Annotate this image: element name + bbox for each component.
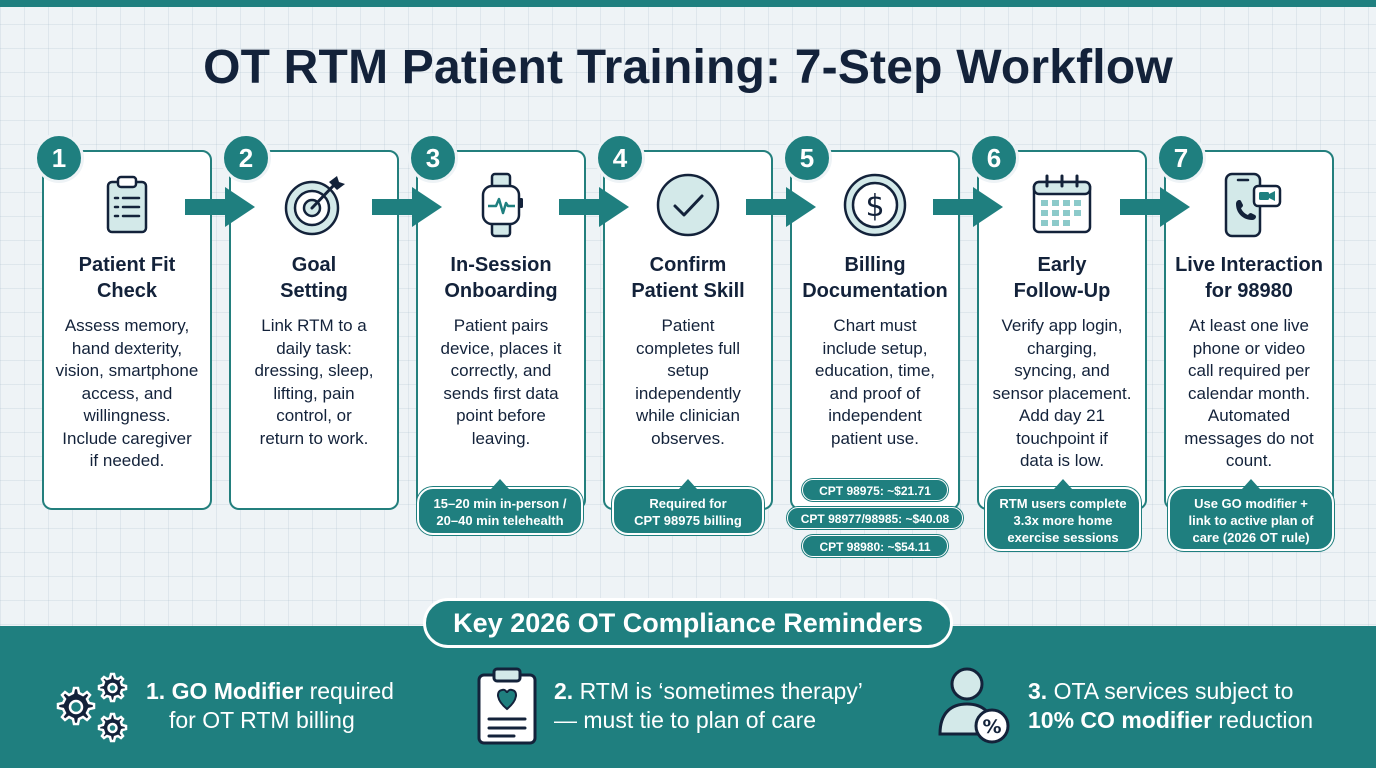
reminder-2-bold: 2. (554, 678, 574, 704)
reminder-2-text: RTM is ‘sometimes therapy’ (573, 678, 863, 704)
step-card-5: $ Billing Documentation Chart must inclu… (790, 150, 960, 510)
step-number-badge: 5 (782, 133, 832, 183)
step-card-6: Early Follow-Up Verify app login, chargi… (977, 150, 1147, 510)
step-number-badge: 3 (408, 133, 458, 183)
step-number-badge: 7 (1156, 133, 1206, 183)
step-title: In-Session Onboarding (444, 254, 558, 302)
cpt-rate-pill: CPT 98977/98985: ~$40.08 (787, 507, 963, 529)
step3-time-callout: 15–20 min in-person / 20–40 min teleheal… (417, 479, 583, 535)
cpt-rate-pill: CPT 98975: ~$21.71 (802, 479, 948, 501)
reminder-2-line2: — must tie to plan of care (554, 707, 817, 733)
step-description: At least one live phone or video call re… (1184, 316, 1314, 470)
step-number-badge: 4 (595, 133, 645, 183)
step-card-3: In-Session Onboarding Patient pairs devi… (416, 150, 586, 510)
dollar-coin-icon: $ (840, 170, 910, 240)
phone-video-call-icon (1214, 170, 1284, 240)
step-description: Link RTM to a daily task: dressing, slee… (254, 316, 374, 448)
step-card-2: Goal Setting Link RTM to a daily task: d… (229, 150, 399, 510)
step-number-badge: 2 (221, 133, 271, 183)
step4-billing-callout: Required for CPT 98975 billing (612, 479, 764, 535)
step-card-7: Live Interaction for 98980 At least one … (1164, 150, 1334, 510)
clipboard-checklist-icon (92, 170, 162, 240)
step-description: Assess memory, hand dexterity, vision, s… (55, 316, 199, 470)
flow-arrow-icon (1120, 187, 1190, 227)
reminder-1-text: required (303, 678, 394, 704)
top-accent-bar (0, 0, 1376, 7)
clipboard-heart-icon (477, 667, 537, 745)
reminder-1-bold: 1. GO Modifier (146, 678, 304, 704)
flow-arrow-icon (746, 187, 816, 227)
step-card-1: Patient Fit Check Assess memory, hand de… (42, 150, 212, 510)
reminder-1-line2: for OT RTM billing (169, 707, 355, 733)
step-description: Verify app login, charging, syncing, and… (992, 316, 1132, 470)
flow-arrow-icon (933, 187, 1003, 227)
cpt-rate-pill: CPT 98980: ~$54.11 (802, 535, 948, 557)
target-goal-icon (279, 170, 349, 240)
reminder-3: 3. OTA services subject to 10% CO modifi… (1028, 677, 1313, 735)
compliance-title: Key 2026 OT Compliance Reminders (423, 598, 953, 648)
step-number-badge: 1 (34, 133, 84, 183)
reminder-3-line2: reduction (1212, 707, 1314, 733)
step-description: Patient completes full setup independent… (635, 316, 741, 448)
step-title: Early Follow-Up (1013, 254, 1111, 302)
smartwatch-heartbeat-icon (466, 170, 536, 240)
checkmark-circle-icon (653, 170, 723, 240)
reminder-3-bold2: 10% CO modifier (1028, 707, 1213, 733)
svg-text:%: % (982, 716, 1001, 738)
flow-arrow-icon (185, 187, 255, 227)
step6-stat-callout: RTM users complete 3.3x more home exerci… (985, 479, 1141, 551)
step-description: Chart must include setup, education, tim… (814, 316, 935, 448)
step-title: Patient Fit Check (78, 254, 176, 302)
reminder-3-text: OTA services subject to (1047, 678, 1294, 704)
calendar-icon (1027, 170, 1097, 240)
step-card-4: Confirm Patient Skill Patient completes … (603, 150, 773, 510)
page-title: OT RTM Patient Training: 7-Step Workflow (203, 41, 1173, 94)
step-title: Confirm Patient Skill (631, 254, 745, 302)
step-number-badge: 6 (969, 133, 1019, 183)
step-title: Goal Setting (280, 254, 348, 302)
step-description: Patient pairs device, places it correctl… (440, 316, 562, 448)
step-title: Billing Documentation (802, 254, 948, 302)
step7-rule-callout: Use GO modifier + link to active plan of… (1168, 479, 1334, 551)
svg-text:$: $ (865, 189, 884, 224)
flow-arrow-icon (372, 187, 442, 227)
reminder-1: 1. GO Modifier required for OT RTM billi… (146, 677, 394, 735)
flow-arrow-icon (559, 187, 629, 227)
reminder-3-bold: 3. (1028, 678, 1048, 704)
gears-icon (56, 672, 128, 743)
person-percent-icon: % (938, 667, 1010, 744)
reminder-2: 2. RTM is ‘sometimes therapy’ — must tie… (554, 677, 863, 735)
step-title: Live Interaction for 98980 (1175, 254, 1323, 302)
compliance-panel (0, 626, 1376, 768)
